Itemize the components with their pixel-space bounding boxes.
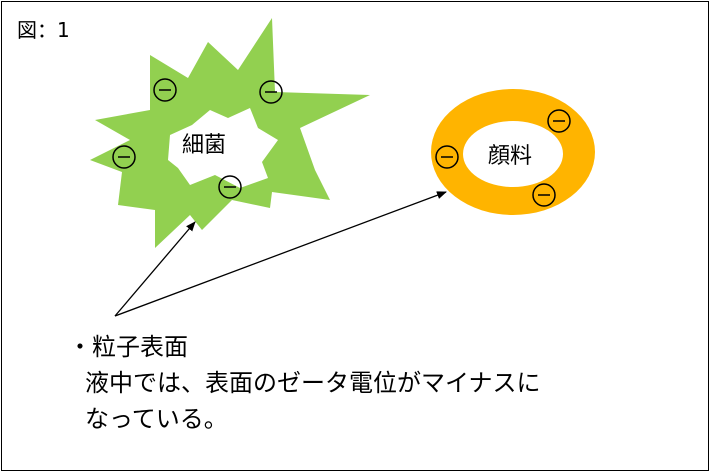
note-line-2: なっている。 (85, 405, 228, 433)
figure-label: 図：1 (17, 18, 70, 42)
bacteria-charge (218, 175, 242, 199)
pigment-label: 顔料 (488, 144, 532, 169)
arrow-to-bacteria (114, 221, 196, 317)
bacteria-charge (259, 80, 283, 104)
bacteria-charge (153, 78, 177, 102)
bacteria-charge (112, 145, 136, 169)
arrow-to-pigment (114, 191, 447, 317)
note-line-1: 液中では、表面のゼータ電位がマイナスに (85, 369, 541, 397)
pigment-charge (435, 145, 459, 169)
pigment-charge (532, 183, 556, 207)
bacteria-inner-white (168, 108, 278, 188)
bacteria-label: 細菌 (182, 133, 226, 158)
pigment-inner-white (463, 121, 563, 187)
pigment-shape: 顔料 (431, 89, 595, 215)
bacteria-shape: 細菌 (90, 18, 370, 248)
note-title: ・粒子表面 (68, 333, 188, 361)
pigment-charge (547, 109, 571, 133)
